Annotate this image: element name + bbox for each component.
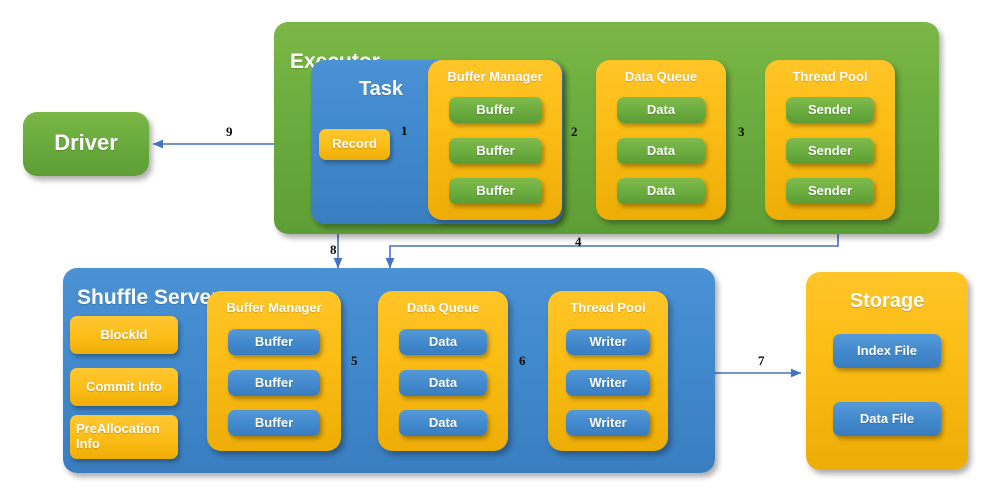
blockid-chip[interactable]: BlockId (70, 316, 178, 354)
commit-info-label: Commit Info (86, 378, 162, 394)
buffer-chip[interactable]: Buffer (449, 138, 542, 164)
shuffle-data-queue-label: Data Queue (406, 300, 480, 315)
writer-chip[interactable]: Writer (566, 329, 650, 355)
buffer-chip-label: Buffer (476, 101, 515, 117)
data-chip-label: Data (646, 101, 676, 117)
writer-chip[interactable]: Writer (566, 370, 650, 396)
sender-chip[interactable]: Sender (786, 97, 874, 123)
shuffle-buffer-manager-label: Buffer Manager (226, 300, 322, 315)
buffer-chip[interactable]: Buffer (228, 370, 320, 396)
flow-label-1: 1 (401, 123, 408, 138)
writer-chip[interactable]: Writer (566, 410, 650, 436)
buffer-chip[interactable]: Buffer (449, 97, 542, 123)
buffer-chip-label: Buffer (476, 142, 515, 158)
record-chip[interactable]: Record (319, 129, 390, 160)
executor-buffer-manager-label: Buffer Manager (447, 69, 543, 84)
sender-chip-label: Sender (807, 182, 853, 198)
sender-chip-label: Sender (807, 101, 853, 117)
index-file-chip[interactable]: Index File (833, 334, 941, 368)
flow-label-2: 2 (571, 124, 578, 139)
sender-chip[interactable]: Sender (786, 178, 874, 204)
task-label: Task (358, 78, 404, 100)
data-chip-label: Data (646, 142, 676, 158)
flow-label-5: 5 (351, 353, 358, 368)
flow-label-8: 8 (330, 242, 337, 257)
writer-chip-label: Writer (589, 414, 627, 430)
preallocation-info-chip[interactable]: PreAllocation Info (70, 415, 178, 459)
data-chip-label: Data (428, 374, 458, 390)
data-file-label: Data File (859, 410, 915, 426)
flow-label-7: 7 (758, 353, 765, 368)
blockid-label: BlockId (100, 326, 148, 342)
flow-label-9: 9 (226, 124, 233, 139)
preallocation-info-label: PreAllocation Info (76, 421, 160, 451)
buffer-chip[interactable]: Buffer (228, 410, 320, 436)
buffer-chip-label: Buffer (254, 333, 294, 349)
storage-box[interactable]: Storage (806, 272, 968, 470)
sender-chip-label: Sender (807, 142, 853, 158)
executor-data-queue-label: Data Queue (624, 69, 698, 84)
driver-box[interactable]: Driver (23, 112, 149, 176)
data-chip[interactable]: Data (399, 329, 487, 355)
buffer-chip[interactable]: Buffer (228, 329, 320, 355)
commit-info-chip[interactable]: Commit Info (70, 368, 178, 406)
data-chip[interactable]: Data (617, 97, 705, 123)
data-chip[interactable]: Data (617, 138, 705, 164)
data-chip[interactable]: Data (399, 370, 487, 396)
data-chip-label: Data (428, 414, 458, 430)
data-chip-label: Data (646, 182, 676, 198)
index-file-label: Index File (857, 342, 917, 358)
flow-label-3: 3 (738, 124, 745, 139)
shuffle-server-label: Shuffle Server (77, 286, 220, 309)
buffer-chip-label: Buffer (254, 414, 294, 430)
data-chip[interactable]: Data (399, 410, 487, 436)
buffer-chip[interactable]: Buffer (449, 178, 542, 204)
data-chip[interactable]: Data (617, 178, 705, 204)
shuffle-thread-pool-label: Thread Pool (570, 300, 646, 315)
executor-thread-pool-label: Thread Pool (792, 69, 868, 84)
storage-label: Storage (849, 290, 925, 312)
data-chip-label: Data (428, 333, 458, 349)
buffer-chip-label: Buffer (254, 374, 294, 390)
flow-label-4: 4 (575, 234, 582, 249)
writer-chip-label: Writer (589, 333, 627, 349)
record-label: Record (332, 136, 377, 152)
data-file-chip[interactable]: Data File (833, 402, 941, 436)
sender-chip[interactable]: Sender (786, 138, 874, 164)
flow-label-6: 6 (519, 353, 526, 368)
driver-label: Driver (54, 130, 118, 155)
writer-chip-label: Writer (589, 374, 627, 390)
buffer-chip-label: Buffer (476, 182, 515, 198)
